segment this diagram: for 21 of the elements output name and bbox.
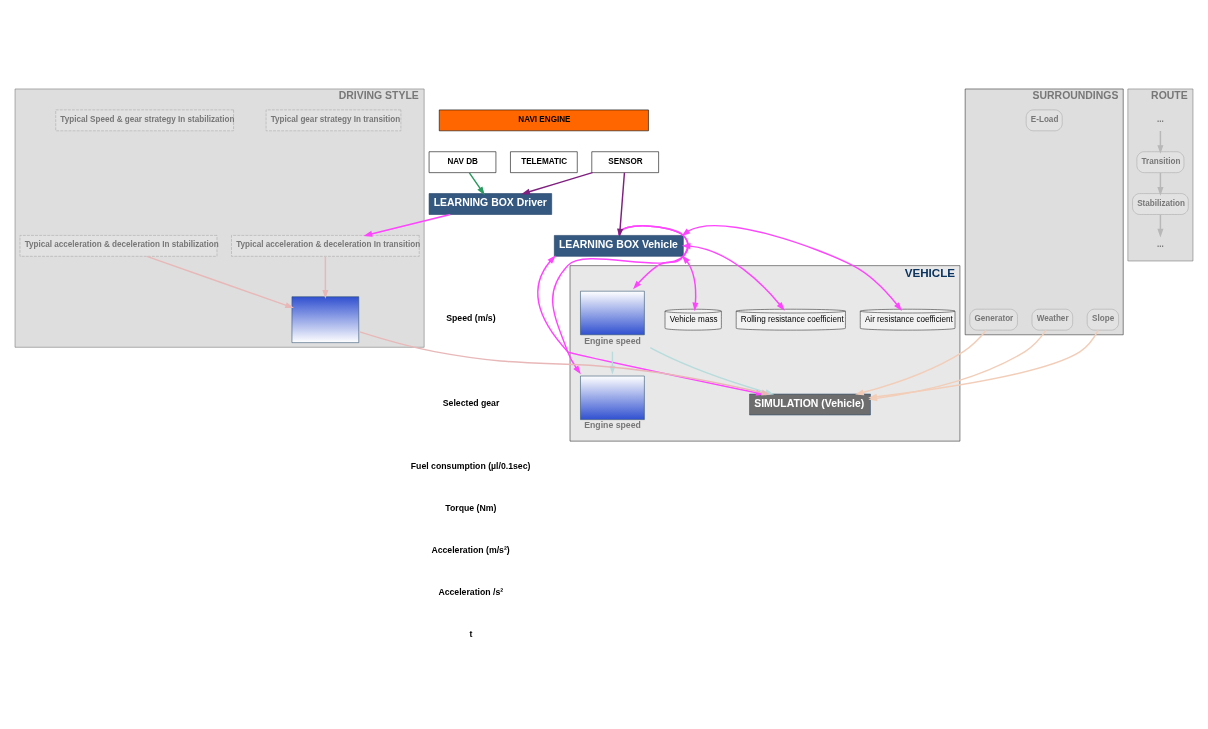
- node-label: Engine speed: [584, 335, 641, 345]
- label: Speed (m/s): [446, 312, 496, 323]
- arrow: [468, 171, 485, 195]
- arrow: [322, 255, 329, 299]
- arrow: [146, 255, 294, 308]
- node-box: LEARNING BOX Driver: [428, 192, 552, 215]
- arrow: [617, 171, 626, 237]
- arrow: [855, 329, 987, 395]
- node-box: SIMULATION (Vehicle): [749, 393, 871, 415]
- label: Acceleration (m/s²): [431, 544, 510, 555]
- arrow: [363, 213, 451, 237]
- label: Torque (Nm): [445, 502, 497, 513]
- picture: [291, 295, 360, 343]
- label: Fuel consumption (µl/0.1sec): [410, 460, 531, 471]
- label: Selected gear: [442, 397, 500, 408]
- arrow: [521, 171, 594, 195]
- node-box: LEARNING BOX Vehicle: [554, 234, 684, 257]
- arrow: [681, 254, 699, 311]
- node-label: Engine speed: [584, 419, 641, 430]
- label: Acceleration /s²: [438, 586, 504, 597]
- label: t: [469, 628, 473, 639]
